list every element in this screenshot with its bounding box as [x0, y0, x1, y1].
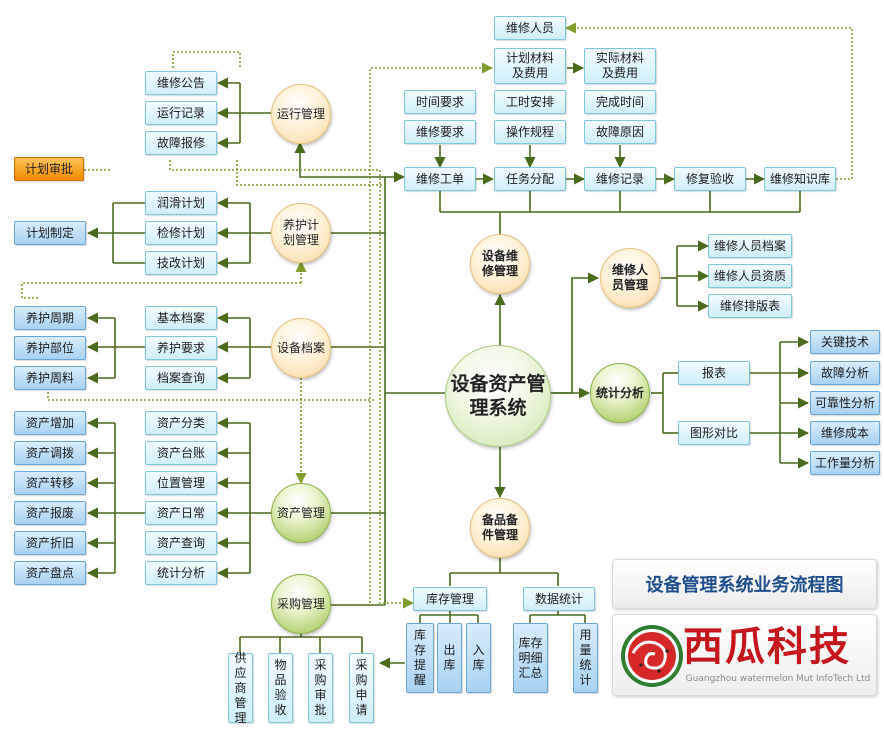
data-statistics-box[interactable]: 数据统计 [523, 587, 595, 611]
inventory-management-box[interactable]: 库存管理 [413, 587, 487, 611]
watermelon-logo-icon [621, 625, 683, 687]
lubrication-plan-box[interactable]: 润滑计划 [145, 191, 217, 215]
repair-record-box[interactable]: 维修记录 [584, 167, 656, 191]
workload-analysis-box[interactable]: 工作量分析 [810, 451, 880, 475]
hub-procurement[interactable]: 采购管理 [271, 574, 331, 634]
plan-make-box[interactable]: 计划制定 [14, 221, 86, 245]
hub-asset-management[interactable]: 资产管理 [271, 483, 331, 543]
company-logo-text: 西瓜科技 [683, 623, 851, 670]
actual-material-box[interactable]: 实际材料及费用 [584, 48, 656, 84]
report-box[interactable]: 报表 [678, 361, 750, 385]
asset-transfer-box[interactable]: 资产转移 [14, 471, 86, 495]
company-logo-panel [612, 614, 877, 696]
hub-spare-parts[interactable]: 备品备件管理 [470, 498, 530, 558]
stock-out-box[interactable]: 出库 [437, 623, 462, 693]
fault-reason-box[interactable]: 故障原因 [584, 120, 656, 144]
repair-requirement-box[interactable]: 维修要求 [404, 120, 476, 144]
staff-qualification-box[interactable]: 维修人员资质 [708, 264, 792, 288]
key-technology-box[interactable]: 关键技术 [810, 330, 880, 354]
asset-statistics-box[interactable]: 统计分析 [145, 561, 217, 585]
repair-notice-box[interactable]: 维修公告 [145, 71, 217, 95]
purchase-approval-box[interactable]: 采购审批 [308, 653, 333, 723]
repair-staff-box[interactable]: 维修人员 [494, 16, 566, 40]
company-english-name: Guangzhou watermelon Mut InfoTech Ltd [685, 674, 871, 684]
hub-equipment-repair[interactable]: 设备维修管理 [470, 234, 530, 294]
archive-query-box[interactable]: 档案查询 [145, 366, 217, 390]
repair-order-box[interactable]: 维修工单 [404, 167, 476, 191]
operation-procedure-box[interactable]: 操作规程 [494, 120, 566, 144]
hub-statistics[interactable]: 统计分析 [590, 363, 650, 423]
asset-query-box[interactable]: 资产查询 [145, 531, 217, 555]
planned-material-box[interactable]: 计划材料及费用 [494, 48, 566, 84]
hub-equipment-archive[interactable]: 设备档案 [271, 318, 331, 378]
inventory-reminder-box[interactable]: 库存提醒 [406, 623, 434, 693]
tech-upgrade-plan-box[interactable]: 技改计划 [145, 251, 217, 275]
asset-ledger-box[interactable]: 资产台账 [145, 441, 217, 465]
hub-run-management[interactable]: 运行管理 [271, 84, 331, 144]
maintenance-requirement-box[interactable]: 养护要求 [145, 336, 217, 360]
asset-daily-box[interactable]: 资产日常 [145, 501, 217, 525]
repair-knowledge-box[interactable]: 维修知识库 [764, 167, 836, 191]
usage-statistics-box[interactable]: 用量统计 [573, 623, 598, 693]
inventory-detail-box[interactable]: 库存明细汇总 [513, 623, 548, 693]
fault-report-box[interactable]: 故障报修 [145, 131, 217, 155]
repair-acceptance-box[interactable]: 修复验收 [674, 167, 746, 191]
repair-cost-box[interactable]: 维修成本 [810, 421, 880, 445]
maintenance-part-box[interactable]: 养护部位 [14, 336, 86, 360]
hub-repair-staff[interactable]: 维修人员管理 [600, 248, 660, 308]
hub-maintenance-plan[interactable]: 养护计划管理 [271, 203, 331, 263]
asset-add-box[interactable]: 资产增加 [14, 411, 86, 435]
run-record-box[interactable]: 运行记录 [145, 101, 217, 125]
stock-in-box[interactable]: 入库 [466, 623, 491, 693]
work-hours-box[interactable]: 工时安排 [494, 90, 566, 114]
asset-allocate-box[interactable]: 资产调拨 [14, 441, 86, 465]
fault-analysis-box[interactable]: 故障分析 [810, 361, 880, 385]
plan-approval-box[interactable]: 计划审批 [14, 157, 84, 181]
diagram-title: 设备管理系统业务流程图 [612, 559, 877, 609]
center-system-node[interactable]: 设备资产管理系统 [445, 345, 551, 447]
chart-compare-box[interactable]: 图形对比 [678, 421, 750, 445]
asset-inventory-box[interactable]: 资产盘点 [14, 561, 86, 585]
asset-category-box[interactable]: 资产分类 [145, 411, 217, 435]
staff-archive-box[interactable]: 维修人员档案 [708, 234, 792, 258]
task-assign-box[interactable]: 任务分配 [494, 167, 566, 191]
finish-time-box[interactable]: 完成时间 [584, 90, 656, 114]
time-requirement-box[interactable]: 时间要求 [404, 90, 476, 114]
purchase-request-box[interactable]: 采购申请 [349, 653, 374, 723]
staff-schedule-box[interactable]: 维修排版表 [708, 294, 792, 318]
asset-depreciation-box[interactable]: 资产折旧 [14, 531, 86, 555]
goods-acceptance-box[interactable]: 物品验收 [268, 653, 293, 723]
maintenance-material-box[interactable]: 养护周料 [14, 366, 86, 390]
overhaul-plan-box[interactable]: 检修计划 [145, 221, 217, 245]
reliability-analysis-box[interactable]: 可靠性分析 [810, 391, 880, 415]
location-management-box[interactable]: 位置管理 [145, 471, 217, 495]
basic-archive-box[interactable]: 基本档案 [145, 306, 217, 330]
asset-scrap-box[interactable]: 资产报废 [14, 501, 86, 525]
maintenance-cycle-box[interactable]: 养护周期 [14, 306, 86, 330]
supplier-management-box[interactable]: 供应商管理 [228, 651, 253, 725]
